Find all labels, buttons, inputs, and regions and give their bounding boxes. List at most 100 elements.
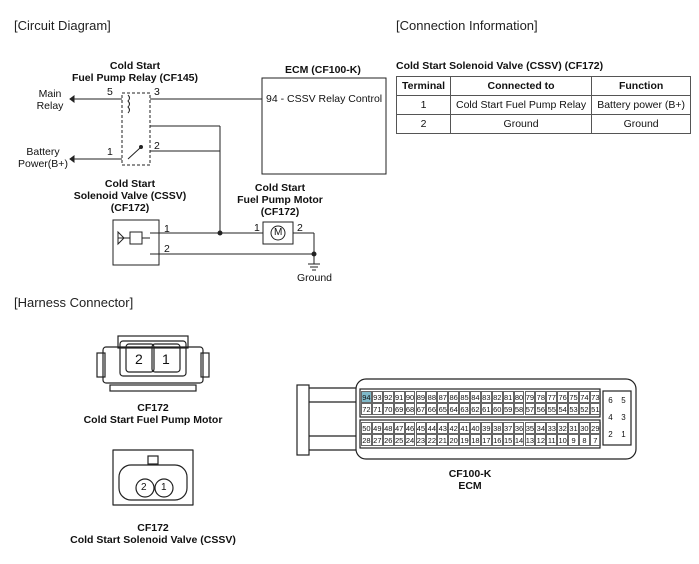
header-terminal: Terminal xyxy=(396,76,451,96)
cell: Ground xyxy=(591,114,692,134)
ecm-pin: 62 xyxy=(470,403,481,415)
circuit-diagram-heading: [Circuit Diagram] xyxy=(14,18,111,33)
ecm-pin: 37 xyxy=(502,422,514,434)
cssv-pin-1-label: 1 xyxy=(161,482,167,493)
ecm-pin: 32 xyxy=(557,422,569,434)
ecm-pin: 31 xyxy=(568,422,579,434)
ecm-pin: 9 xyxy=(568,434,579,446)
table-row: 2 Ground Ground xyxy=(396,114,692,134)
motor-title-line3: (CF172) xyxy=(260,206,300,218)
ecm-pin: 38 xyxy=(491,422,503,434)
ecm-pin: 23 xyxy=(415,434,427,446)
ecm-pin: 45 xyxy=(415,422,427,434)
relay-pin-5: 5 xyxy=(107,86,113,98)
motor-pin-1-label: 1 xyxy=(162,351,170,367)
ecm-pin: 73 xyxy=(589,391,601,403)
cssv-title-line1: Cold Start xyxy=(104,178,156,190)
ecm-pin: 25 xyxy=(393,434,405,446)
battery-label: Battery Power(B+) xyxy=(14,146,72,170)
motor-connector-name: Cold Start Fuel Pump Motor xyxy=(83,414,223,426)
cell: Ground xyxy=(449,114,593,134)
ecm-pin: 72 xyxy=(361,403,372,415)
ecm-pin: 63 xyxy=(459,403,470,415)
cssv-connector-code: CF172 xyxy=(137,522,169,534)
relay-pin-2: 2 xyxy=(154,140,160,152)
ecm-side-pin: 2 xyxy=(608,430,613,439)
ecm-connector-code: CF100-K xyxy=(448,468,492,480)
ecm-side-pin: 4 xyxy=(608,413,613,422)
ecm-pin: 54 xyxy=(557,403,569,415)
ecm-pin: 80 xyxy=(513,391,525,403)
ecm-pin: 7 xyxy=(589,434,601,446)
ecm-side-pin: 3 xyxy=(621,413,626,422)
ecm-pin: 87 xyxy=(437,391,449,403)
ecm-pin: 56 xyxy=(535,403,547,415)
ecm-pin: 57 xyxy=(524,403,536,415)
motor-pin-2: 2 xyxy=(297,222,303,234)
cssv-pin-1: 1 xyxy=(164,223,170,235)
cssv-title: Cold Start Solenoid Valve (CSSV) (CF172) xyxy=(60,178,200,214)
ecm-pin: 55 xyxy=(546,403,558,415)
connection-table: Terminal Connected to Function 1 Cold St… xyxy=(396,76,692,134)
ecm-pin: 82 xyxy=(491,391,503,403)
ecm-connector-caption: CF100-K ECM xyxy=(420,468,520,492)
ecm-pin: 17 xyxy=(480,434,492,446)
ecm-pin: 86 xyxy=(448,391,460,403)
ground-label: Ground xyxy=(297,272,333,284)
ecm-pin: 40 xyxy=(470,422,481,434)
ecm-pin: 39 xyxy=(480,422,492,434)
ecm-pin: 8 xyxy=(579,434,590,446)
ecm-pin: 53 xyxy=(568,403,579,415)
connection-table-title: Cold Start Solenoid Valve (CSSV) (CF172) xyxy=(396,60,604,72)
battery-line2: Power(B+) xyxy=(18,158,68,170)
motor-title-line1: Cold Start xyxy=(254,182,306,194)
cssv-connector-name: Cold Start Solenoid Valve (CSSV) xyxy=(70,534,236,546)
main-relay-label: Main Relay xyxy=(30,88,70,112)
relay-title-line1: Cold Start xyxy=(109,60,161,72)
ecm-pin: 81 xyxy=(502,391,514,403)
ecm-side-pin: 6 xyxy=(608,396,613,405)
ecm-pin: 47 xyxy=(393,422,405,434)
ecm-pin: 10 xyxy=(557,434,569,446)
ecm-pin: 74 xyxy=(579,391,590,403)
ecm-pin: 70 xyxy=(382,403,394,415)
relay-title-line2: Fuel Pump Relay (CF145) xyxy=(71,72,199,84)
ecm-pin: 75 xyxy=(568,391,579,403)
ecm-pin: 91 xyxy=(393,391,405,403)
ecm-pin: 66 xyxy=(426,403,438,415)
ecm-pin: 18 xyxy=(470,434,481,446)
ecm-pin: 50 xyxy=(361,422,372,434)
ecm-pin: 34 xyxy=(535,422,547,434)
ecm-pin: 83 xyxy=(480,391,492,403)
motor-title: Cold Start Fuel Pump Motor (CF172) xyxy=(225,182,335,218)
cssv-pin-2: 2 xyxy=(164,243,170,255)
ecm-pin: 58 xyxy=(513,403,525,415)
ecm-pin: 67 xyxy=(415,403,427,415)
ecm-pin: 60 xyxy=(491,403,503,415)
ecm-side-pin: 5 xyxy=(621,396,626,405)
ecm-pin: 28 xyxy=(361,434,372,446)
ecm-pin: 85 xyxy=(459,391,470,403)
ecm-side-pin: 1 xyxy=(621,430,626,439)
ecm-pin: 33 xyxy=(546,422,558,434)
ecm-pin: 42 xyxy=(448,422,460,434)
ecm-pin: 77 xyxy=(546,391,558,403)
ecm-pin: 65 xyxy=(437,403,449,415)
ecm-pin: 94 xyxy=(361,391,372,403)
ecm-pin: 79 xyxy=(524,391,536,403)
main-relay-line1: Main xyxy=(38,88,62,100)
table-row: 1 Cold Start Fuel Pump Relay Battery pow… xyxy=(396,95,692,115)
ecm-pin: 30 xyxy=(579,422,590,434)
ecm-pin: 24 xyxy=(404,434,416,446)
ecm-pin: 41 xyxy=(459,422,470,434)
connection-info-heading: [Connection Information] xyxy=(396,18,538,33)
ecm-pin: 78 xyxy=(535,391,547,403)
ecm-pin: 88 xyxy=(426,391,438,403)
motor-pin-2-label: 2 xyxy=(135,351,143,367)
ecm-pin: 22 xyxy=(426,434,438,446)
cssv-pin-2-label: 2 xyxy=(141,482,147,493)
ecm-pin: 69 xyxy=(393,403,405,415)
cssv-title-line3: (CF172) xyxy=(110,202,150,214)
ecm-pin: 46 xyxy=(404,422,416,434)
